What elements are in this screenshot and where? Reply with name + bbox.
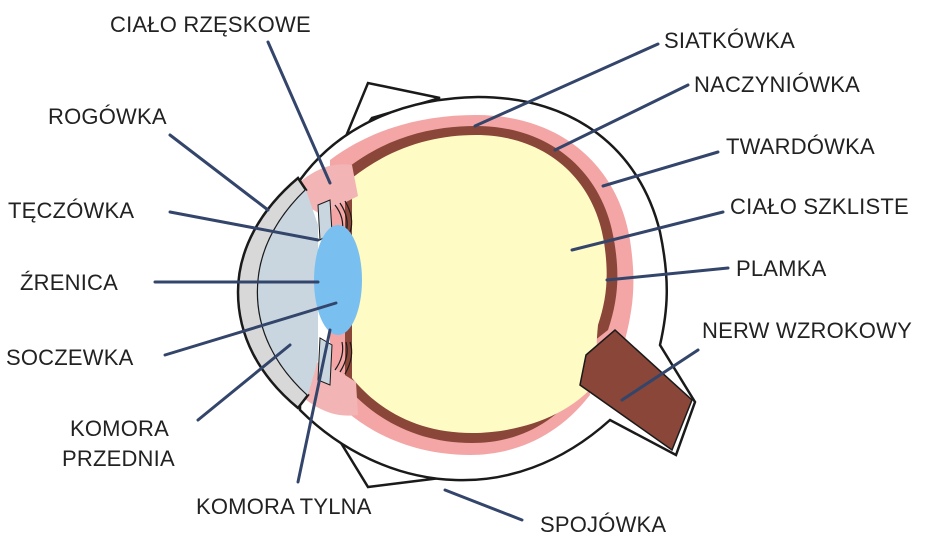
label-plamka: PLAMKA: [736, 256, 827, 281]
label-komora-tylna: KOMORA TYLNA: [196, 494, 372, 519]
leader-cialo-rzeskowe: [268, 42, 330, 183]
label-teczowka: TĘCZÓWKA: [8, 198, 134, 223]
label-komora-przednia-line2: PRZEDNIA: [62, 446, 175, 471]
leader-rogowka: [170, 135, 268, 210]
vitreous-body: [352, 135, 607, 433]
label-nerw-wzrokowy: NERW WZROKOWY: [702, 318, 912, 343]
label-komora-przednia-line1: KOMORA: [70, 416, 169, 441]
leader-spojowka: [445, 490, 522, 520]
label-soczewka: SOCZEWKA: [6, 345, 134, 370]
leader-naczyniowka: [555, 85, 688, 150]
label-siatkowka: SIATKÓWKA: [664, 28, 795, 53]
label-twardowka: TWARDÓWKA: [726, 134, 875, 159]
label-spojowka: SPOJÓWKA: [540, 512, 666, 537]
label-naczyniowka: NACZYNIÓWKA: [694, 72, 860, 97]
lens: [314, 225, 362, 335]
label-cialo-rzeskowe: CIAŁO RZĘSKOWE: [110, 12, 311, 37]
label-rogowka: ROGÓWKA: [48, 104, 167, 129]
label-zrenica: ŹRENICA: [20, 270, 118, 295]
label-cialo-szkliste: CIAŁO SZKLISTE: [730, 194, 909, 219]
